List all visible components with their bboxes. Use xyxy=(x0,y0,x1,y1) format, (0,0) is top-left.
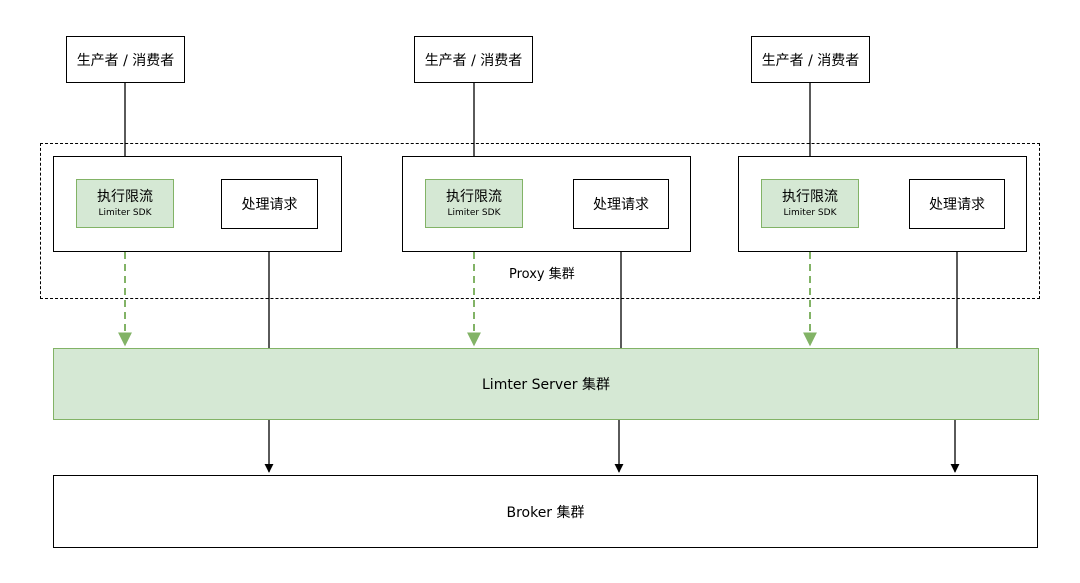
limiter-sub: Limiter SDK xyxy=(447,207,501,218)
proxy-cluster-label: Proxy 集群 xyxy=(509,267,575,282)
limiter-title: 执行限流 xyxy=(782,188,838,205)
handle-request-box: 处理请求 xyxy=(909,179,1005,229)
handle-request-box: 处理请求 xyxy=(221,179,318,229)
handle-request-box: 处理请求 xyxy=(573,179,669,229)
limiter-sdk-box: 执行限流 Limiter SDK xyxy=(425,179,523,228)
limiter-title: 执行限流 xyxy=(446,188,502,205)
producer-consumer-box: 生产者 / 消费者 xyxy=(414,36,533,83)
limiter-sub: Limiter SDK xyxy=(783,207,837,218)
limiter-title: 执行限流 xyxy=(97,188,153,205)
limiter-sdk-box: 执行限流 Limiter SDK xyxy=(76,179,174,228)
producer-consumer-box: 生产者 / 消费者 xyxy=(66,36,185,83)
producer-consumer-box: 生产者 / 消费者 xyxy=(751,36,870,83)
limiter-sub: Limiter SDK xyxy=(98,207,152,218)
limiter-server-cluster: Limter Server 集群 xyxy=(53,348,1039,420)
broker-cluster: Broker 集群 xyxy=(53,475,1038,548)
proxy-cluster-region xyxy=(40,143,1040,299)
limiter-sdk-box: 执行限流 Limiter SDK xyxy=(761,179,859,228)
